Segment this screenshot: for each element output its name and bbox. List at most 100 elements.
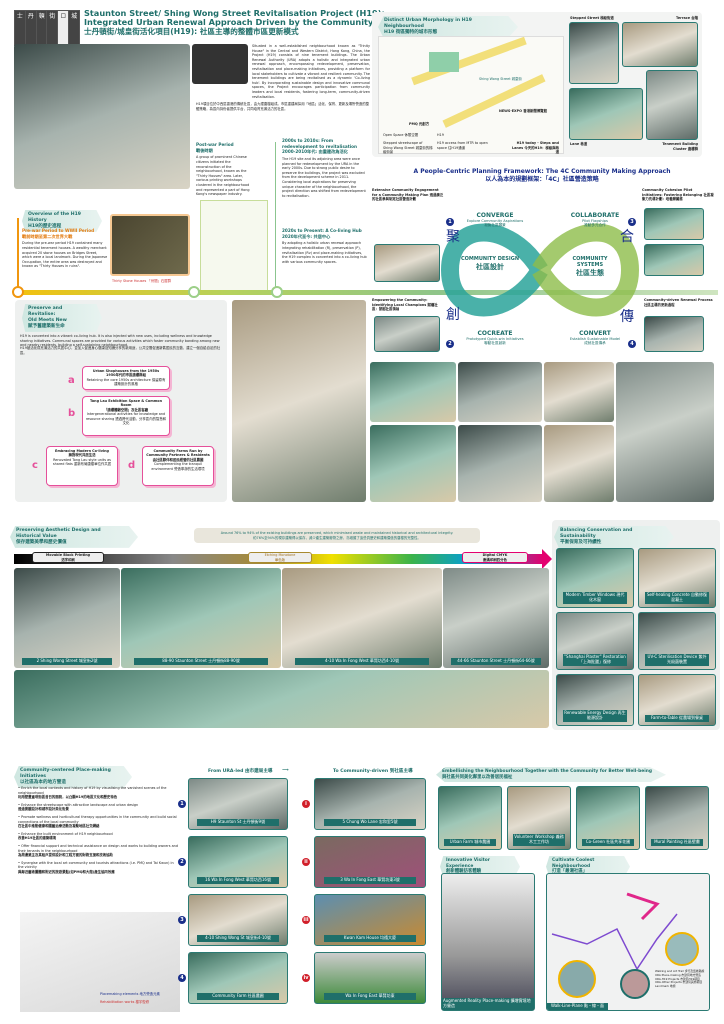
- map-caption: H19 today - Steps and Lanes 今天的H19：梯級與巷道: [511, 141, 559, 155]
- diagram-legend: Rehabilitation works 樓宇復修: [100, 1000, 150, 1004]
- step-number: 4: [628, 340, 636, 348]
- preserve-photo: [370, 362, 456, 422]
- lane-photo: [569, 88, 643, 140]
- photo-label: Terrace 台階: [676, 16, 699, 20]
- list-item: Promote wellness and horticultural thera…: [18, 815, 178, 829]
- title-en-2: Integrated Urban Renewal Approach Driven…: [84, 17, 374, 28]
- self-healing-concrete-photo: Self-healing Concrete 自動修復混凝土: [638, 548, 716, 608]
- map-label: Shing Wong Street 城皇街: [479, 77, 522, 81]
- step-number: 1: [446, 218, 454, 226]
- preserve-photo: [458, 425, 542, 502]
- timeline-node: [188, 286, 200, 298]
- preserve-photo: [544, 362, 614, 422]
- map-label: PMQ 元創方: [409, 122, 430, 126]
- logo-char: 丹: [25, 11, 36, 45]
- page-title: Staunton Street/ Shing Wong Street Revit…: [84, 8, 385, 37]
- framework-side-label: Community-driven Renewal Process 社區主導的更新…: [644, 298, 713, 307]
- uvc-device-photo: UV-C Sterilisation Device 紫外光殺菌裝置: [638, 612, 716, 670]
- legend-item: H19: [437, 133, 444, 137]
- row-number: 2: [178, 858, 186, 866]
- preserve-photo: [458, 362, 542, 422]
- title-en-1: Staunton Street/ Shing Wong Street Revit…: [84, 8, 385, 18]
- step-char: 創: [446, 307, 460, 323]
- row-number: ii: [302, 858, 310, 866]
- aerial-legend: Thirty Stone Houses 「卅間」石屋群: [112, 279, 172, 283]
- embellish-title: Embellishing the Neighbourhood Together …: [436, 767, 666, 783]
- farm-to-table-photo: Farm-to-Table 從農場到餐桌: [638, 674, 716, 726]
- history-period-1: Pre-war Period to WWII Period 戰前時期至第二次世界…: [22, 228, 108, 269]
- history-period-2: Post-war Period 戰後時期 A group of prominen…: [196, 142, 250, 197]
- before-after-photo: Kwan Kam House 均禧大廈: [314, 894, 426, 946]
- preserve-photo: [544, 425, 614, 502]
- framework-side-label: Empowering the Community: Identifying Lo…: [372, 298, 438, 312]
- tenement-cluster-photo: [646, 70, 698, 140]
- preserve-title: Preserve and Revitalise: Old Meets New 賦…: [22, 304, 102, 332]
- logo-char: ロ: [58, 11, 69, 45]
- sustain-title: Balancing Conservation and Sustainabilit…: [554, 526, 674, 548]
- terrace-photo: [622, 22, 698, 67]
- cohesion-photo-1: [644, 208, 704, 240]
- before-after-photo: Wa In Fong East 華賢坊東: [314, 952, 426, 1004]
- list-item: Enhance the built environment of H19 nei…: [18, 832, 178, 841]
- before-after-photo: 4-10 Shing Wong St 城皇街4-10號: [188, 894, 288, 946]
- placemaking-title: Community-centered Place-making Initiati…: [14, 766, 132, 788]
- h19-building-photo: [14, 44, 190, 189]
- co-green-photo: Co-Green 社區共享花圃: [576, 786, 640, 850]
- ar-placemaking-photo: Augmented Reality Place-making 擴增實境地方營造: [441, 873, 535, 1011]
- community-design-label: COMMUNITY DESIGN 社區設計: [460, 256, 520, 271]
- community-design-loop: [440, 223, 548, 317]
- timber-windows-photo: Modern Timber Windows 現代化木窗: [556, 548, 634, 608]
- list-item: Synergise with the local art community a…: [18, 861, 178, 875]
- walk-line-plane-map: Walking and Art Trail 步行及藝術路線 URA Place-…: [546, 873, 710, 1011]
- morphology-map: PMQ 元創方 NEWS-EXPO 香港新聞博覽館 Shing Wong Str…: [378, 36, 564, 154]
- map-label: NEWS-EXPO 香港新聞博覽館: [499, 109, 547, 113]
- mural-painting-photo: Mural Painting 社區壁畫: [645, 786, 709, 850]
- building-photo: 4-10 Wa In Fong West 華賢坊西4-10號: [282, 568, 442, 668]
- step-char: 傳: [620, 309, 634, 325]
- engagement-photo: [374, 244, 440, 282]
- timeline-divider: [275, 142, 276, 292]
- historic-aerial-photo: [110, 214, 190, 276]
- aerial-map: [192, 44, 248, 84]
- logo-char: 城: [69, 11, 79, 45]
- arrow-right-icon: ⟶: [282, 768, 289, 773]
- preservation-note: Around 76% to 94% of the existing buildi…: [194, 528, 480, 544]
- timeline-start-line: [17, 218, 19, 290]
- item-letter: a: [68, 375, 75, 386]
- logo-char: 頓: [36, 11, 47, 45]
- infinity-loop: [440, 223, 640, 317]
- building-photo: 88-90 Staunton Street 士丹頓街88-90號: [121, 568, 281, 668]
- before-after-photo: H9 Staunton St 士丹頓街9號: [188, 778, 288, 830]
- item-letter: b: [68, 408, 76, 419]
- renewal-process-photo: [644, 316, 704, 352]
- legend-item: Open Space 休憩空間: [383, 133, 419, 137]
- title-zh: 士丹頓街/城皇街活化項目(H19): 社區主導的整體市區更新模式: [84, 26, 299, 36]
- logo-char: 街: [47, 11, 58, 45]
- before-after-photo: 5 Chung Wo Lane 忠和里5號: [314, 778, 426, 830]
- gradient-arrow-head: [542, 549, 552, 569]
- volunteer-workshop-photo: Volunteer Workshop 義務木工工作坊: [507, 786, 571, 850]
- timeline-node: [12, 286, 24, 298]
- community-systems-loop: [532, 223, 640, 317]
- item-letter: c: [32, 460, 38, 471]
- axonometric-diagram: [20, 912, 180, 1012]
- list-item: Enhance the streetscape with attractive …: [18, 803, 178, 812]
- preserve-item-d: Community Farms Run by Community Partner…: [142, 446, 214, 486]
- map-legend: Walking and Art Trail 步行及藝術路線 URA Place-…: [655, 969, 705, 989]
- before-after-photo: 3 Wa In Fong East 華賢坊東3號: [314, 836, 426, 888]
- shanghai-plaster-photo: "Shanghai Plaster" Restoration 「上海批盪」復修: [556, 612, 634, 670]
- timeline-node: [271, 286, 283, 298]
- preserve-photo: [370, 425, 456, 502]
- before-after-photo: Community Farm 社區農圃: [188, 952, 288, 1004]
- item-letter: d: [128, 460, 136, 471]
- coolest-title: Cultivate Coolest Neighbourhood 打造「最潮社區」: [546, 856, 630, 878]
- renewable-energy-photo: Renewable Energy Design 再生能源設計: [556, 674, 634, 726]
- preserve-item-b: Tong Lau Exhibition Space & Common Room「…: [82, 396, 170, 436]
- before-after-photo: 16 Wa In Fong West 華賢坊西16號: [188, 836, 288, 888]
